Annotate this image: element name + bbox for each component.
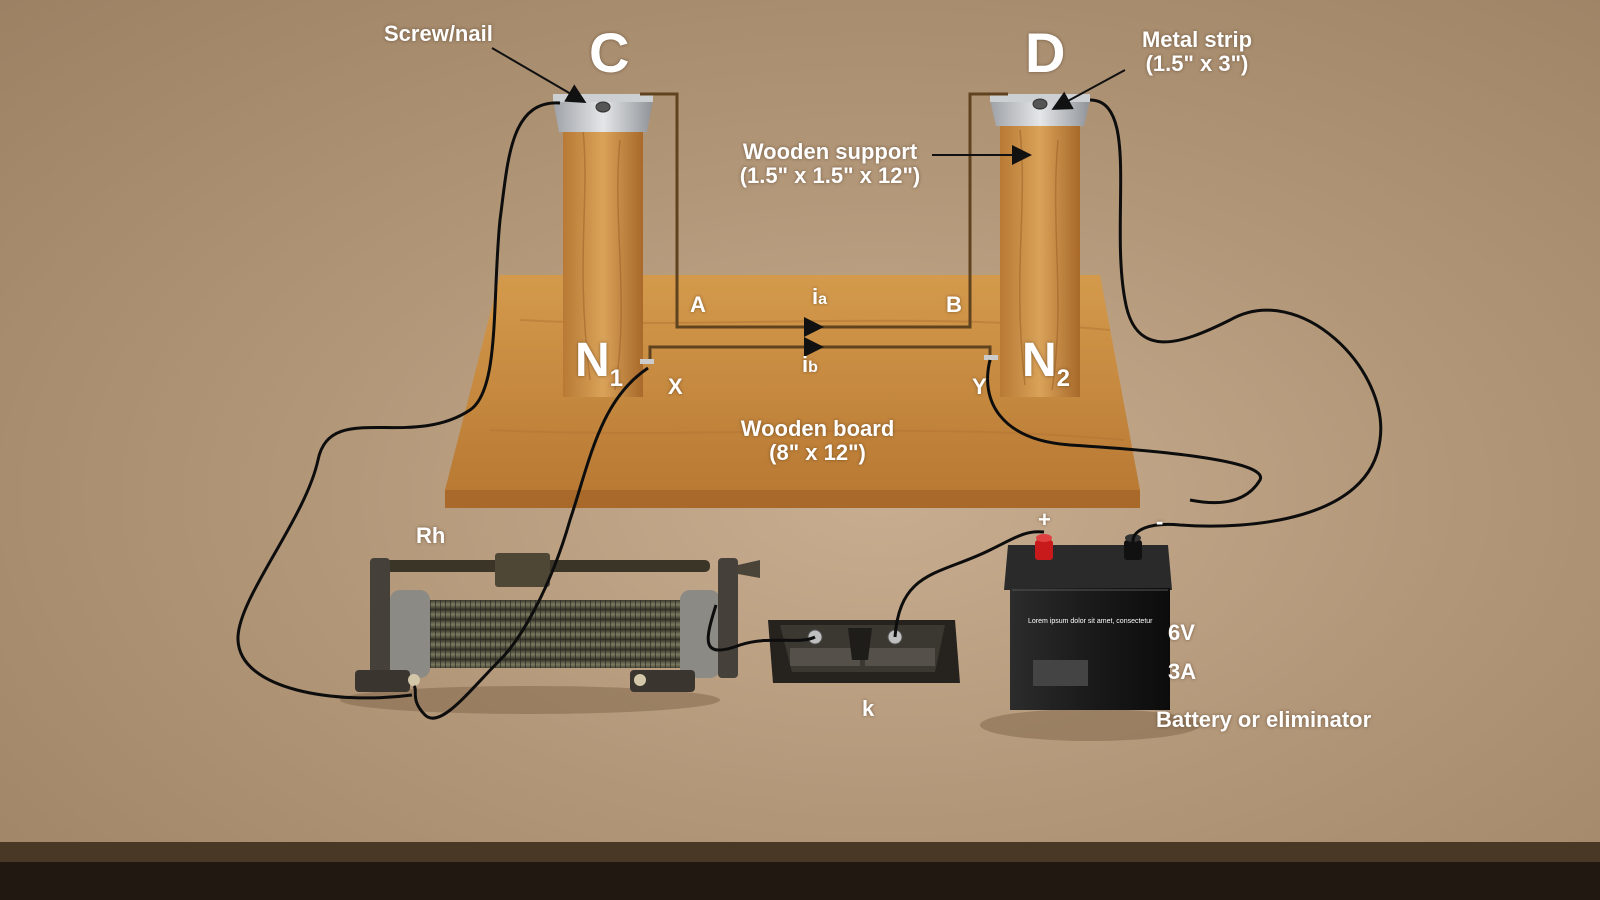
label-n2: N2 bbox=[1022, 334, 1071, 392]
current-ib-label: ib bbox=[802, 352, 818, 377]
battery-caption: Battery or eliminator bbox=[1156, 707, 1372, 732]
label-y: Y bbox=[972, 374, 987, 399]
battery-current: 3A bbox=[1168, 659, 1197, 684]
connecting-wires bbox=[236, 98, 1383, 720]
battery-icon bbox=[980, 534, 1200, 741]
screw-nail-label: Screw/nail bbox=[384, 21, 493, 46]
wooden-support-left bbox=[563, 112, 643, 397]
battery-positive-label: + bbox=[1038, 507, 1051, 532]
rheostat-label: Rh bbox=[416, 523, 446, 548]
label-n1: N1 bbox=[575, 334, 624, 392]
wooden-board-label: Wooden board (8" x 12") bbox=[740, 416, 895, 466]
conductor-x-y bbox=[640, 337, 998, 364]
label-c: C bbox=[589, 21, 630, 84]
key-switch-icon bbox=[768, 620, 960, 683]
key-label: k bbox=[862, 696, 875, 721]
label-d: D bbox=[1025, 21, 1066, 84]
screw-icon bbox=[1032, 98, 1048, 110]
screw-icon bbox=[595, 101, 611, 113]
metal-strip-label: Metal strip (1.5" x 3") bbox=[1141, 27, 1253, 77]
battery-negative-label: - bbox=[1156, 509, 1164, 534]
label-b: B bbox=[946, 292, 962, 317]
arrow-icon bbox=[1051, 69, 1126, 110]
metal-strip-c bbox=[553, 94, 653, 132]
current-ia-label: ia bbox=[812, 284, 828, 309]
wooden-support-label: Wooden support (1.5" x 1.5" x 12") bbox=[739, 139, 921, 189]
label-x: X bbox=[668, 374, 683, 399]
rheostat-icon bbox=[340, 553, 760, 714]
arrow-icon bbox=[491, 47, 587, 104]
battery-voltage: 6V bbox=[1168, 620, 1195, 645]
floor-strip bbox=[0, 842, 1600, 900]
battery-print: Lorem ipsum dolor sit amet, consectetur bbox=[1028, 618, 1153, 625]
conductor-a-b bbox=[640, 92, 1008, 337]
label-a: A bbox=[690, 292, 706, 317]
